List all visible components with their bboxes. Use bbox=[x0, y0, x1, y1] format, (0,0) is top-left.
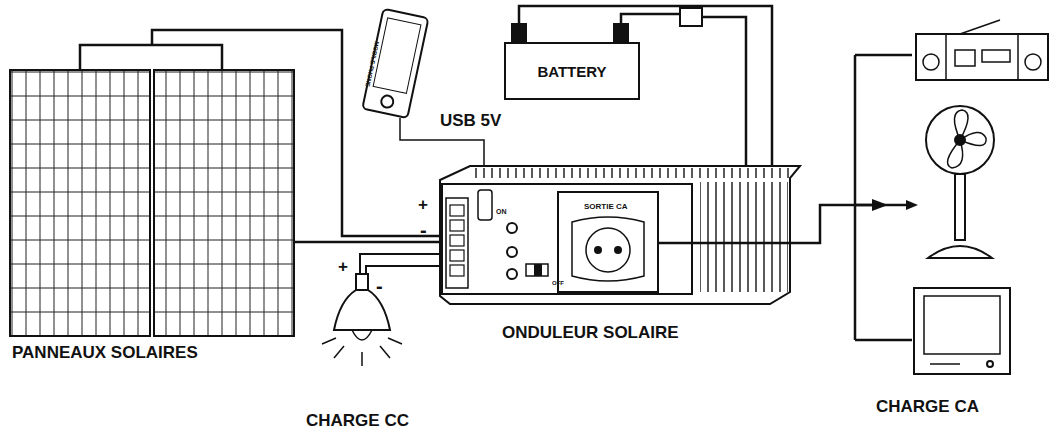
tv-load bbox=[914, 288, 1010, 374]
device-caption: ONDULEUR SOLAIRE bbox=[502, 324, 679, 341]
polarity-sign: - bbox=[420, 220, 427, 240]
polarity-sign: + bbox=[338, 258, 348, 275]
switch-label: ON bbox=[496, 208, 507, 215]
mobile-phone bbox=[362, 9, 428, 118]
load-caption: CHARGE CC bbox=[306, 412, 409, 429]
battery-label: BATTERY bbox=[537, 63, 606, 80]
battery-box: BATTERY bbox=[504, 42, 640, 100]
fan-load bbox=[926, 106, 994, 258]
load-caption: CHARGE CA bbox=[876, 398, 979, 415]
socket-label: SORTIE CA bbox=[584, 203, 628, 211]
radio-load bbox=[916, 20, 1048, 80]
solar-panel bbox=[154, 70, 294, 336]
panel-caption: PANNEAUX SOLAIRES bbox=[12, 344, 198, 361]
polarity-sign: - bbox=[376, 276, 383, 296]
polarity-sign: + bbox=[418, 196, 428, 213]
solar-panel bbox=[10, 70, 150, 336]
dc-lamp bbox=[322, 274, 402, 366]
port-label: USB 5V bbox=[440, 112, 501, 129]
switch-label: OFF bbox=[552, 280, 564, 286]
